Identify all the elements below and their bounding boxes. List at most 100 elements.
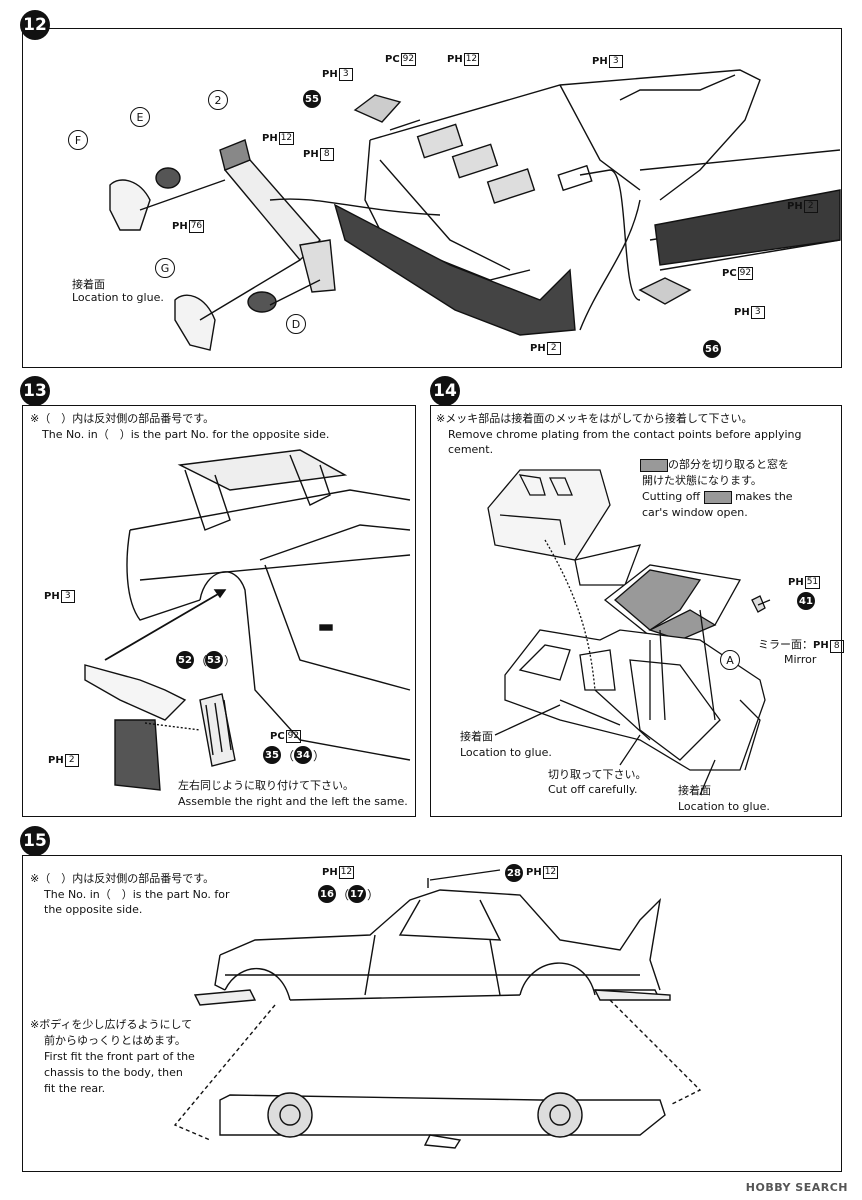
step15-fit-ja-2: 前からゆっくりとはめます。 — [44, 1034, 186, 1047]
step14-window-line3: Cutting off makes the — [642, 490, 793, 504]
ref-prefix: PH — [172, 221, 188, 232]
ref-number: 12 — [542, 866, 559, 879]
step14-cut-en: Cut off carefully. — [548, 783, 638, 796]
step12-letter-e: E — [130, 107, 150, 127]
step12-part-2: 2 — [208, 90, 228, 110]
ref-prefix: PH — [447, 54, 463, 65]
step13-paren-close-1: ） — [224, 654, 237, 668]
ref-prefix: PH — [262, 133, 278, 144]
ref-prefix: PH — [734, 307, 750, 318]
step14-cut-ja: 切り取って下さい。 — [548, 768, 647, 781]
ref-number: 12 — [278, 132, 295, 145]
step14-glue1-en: Location to glue. — [460, 746, 552, 759]
step14-window-en-2: car's window open. — [642, 506, 748, 519]
hobby-search-watermark: HOBBY SEARCH — [745, 1181, 848, 1194]
ref-prefix: PH — [788, 577, 804, 588]
ref-prefix: PC — [722, 268, 737, 279]
step12-letter-f: F — [68, 130, 88, 150]
step14-note-en-1: Remove chrome plating from the contact p… — [448, 428, 802, 441]
step15-note-en-2: the opposite side. — [44, 903, 143, 916]
ref-number: 12 — [338, 866, 355, 879]
step14-window-en-1b: makes the — [735, 490, 793, 503]
step13-badge: 13 — [20, 376, 50, 406]
step14-note-en-2: cement. — [448, 443, 494, 456]
step13-assemble-en: Assemble the right and the left the same… — [178, 795, 408, 808]
step15-note-en-1: The No. in（ ）is the part No. for — [44, 888, 230, 901]
step12-part-56: 56 — [703, 340, 721, 358]
step13-part-35: 35 — [263, 746, 281, 764]
ref-number: 76 — [188, 220, 205, 233]
ref-number: 51 — [804, 576, 821, 589]
step14-mirror-en: Mirror — [784, 653, 817, 666]
step15-paren-open: （ — [337, 888, 350, 902]
step12-letter-d: D — [286, 314, 306, 334]
ref-number: 3 — [750, 306, 765, 319]
step15-fit-ja-1: ※ボディを少し広げるようにして — [30, 1018, 193, 1031]
ref-prefix: PH — [322, 867, 338, 878]
ref-prefix: PH — [44, 591, 60, 602]
step15-part-17: 17 — [348, 885, 366, 903]
gray-swatch — [703, 490, 732, 504]
step12-glue-en: Location to glue. — [72, 291, 164, 304]
step14-letter-a: A — [720, 650, 740, 670]
step15-paren-close: ） — [367, 888, 380, 902]
ref-number: 2 — [546, 342, 561, 355]
step13-note-ja: ※（ ）内は反対側の部品番号です。 — [30, 412, 215, 425]
step14-window-line1: の部分を切り取ると窓を — [640, 458, 789, 472]
step13-paren-close-2: ） — [313, 749, 326, 763]
ref-number: 2 — [803, 200, 818, 213]
ref-number: 92 — [285, 730, 302, 743]
step14-part-41: 41 — [797, 592, 815, 610]
step14-window-ja-2: 開けた状態になります。 — [642, 474, 762, 487]
step13-part-34: 34 — [294, 746, 312, 764]
step13-paren-open-2: （ — [282, 749, 295, 763]
step14-glue2-ja: 接着面 — [678, 784, 711, 797]
step15-fit-en-2: chassis to the body, then — [44, 1066, 183, 1079]
step13-assemble-ja: 左右同じように取り付けて下さい。 — [178, 779, 354, 792]
ref-prefix: PC — [385, 54, 400, 65]
ref-prefix: PH — [303, 149, 319, 160]
step15-note-ja: ※（ ）内は反対側の部品番号です。 — [30, 872, 215, 885]
ref-prefix: PH — [787, 201, 803, 212]
ref-number: 3 — [60, 590, 75, 603]
ref-number: 3 — [608, 55, 623, 68]
step13-part-53: 53 — [205, 651, 223, 669]
gray-swatch — [640, 458, 668, 472]
ref-number: 2 — [64, 754, 79, 767]
step14-window-en-1a: Cutting off — [642, 490, 701, 503]
ref-prefix: PH — [813, 640, 829, 651]
step14-badge: 14 — [430, 376, 460, 406]
step12-letter-g: G — [155, 258, 175, 278]
step12-panel — [22, 28, 842, 368]
step15-part-28: 28 — [505, 864, 523, 882]
ref-prefix: PC — [270, 731, 285, 742]
step15-fit-en-1: First fit the front part of the — [44, 1050, 195, 1063]
ref-prefix: PH — [526, 867, 542, 878]
ref-number: 8 — [319, 148, 334, 161]
step12-part-55: 55 — [303, 90, 321, 108]
step14-window-ja-1: の部分を切り取ると窓を — [668, 458, 789, 471]
ref-number: 8 — [829, 639, 844, 653]
ref-prefix: PH — [592, 56, 608, 67]
step14-glue2-en: Location to glue. — [678, 800, 770, 813]
step14-glue1-ja: 接着面 — [460, 730, 493, 743]
step15-part-16: 16 — [318, 885, 336, 903]
